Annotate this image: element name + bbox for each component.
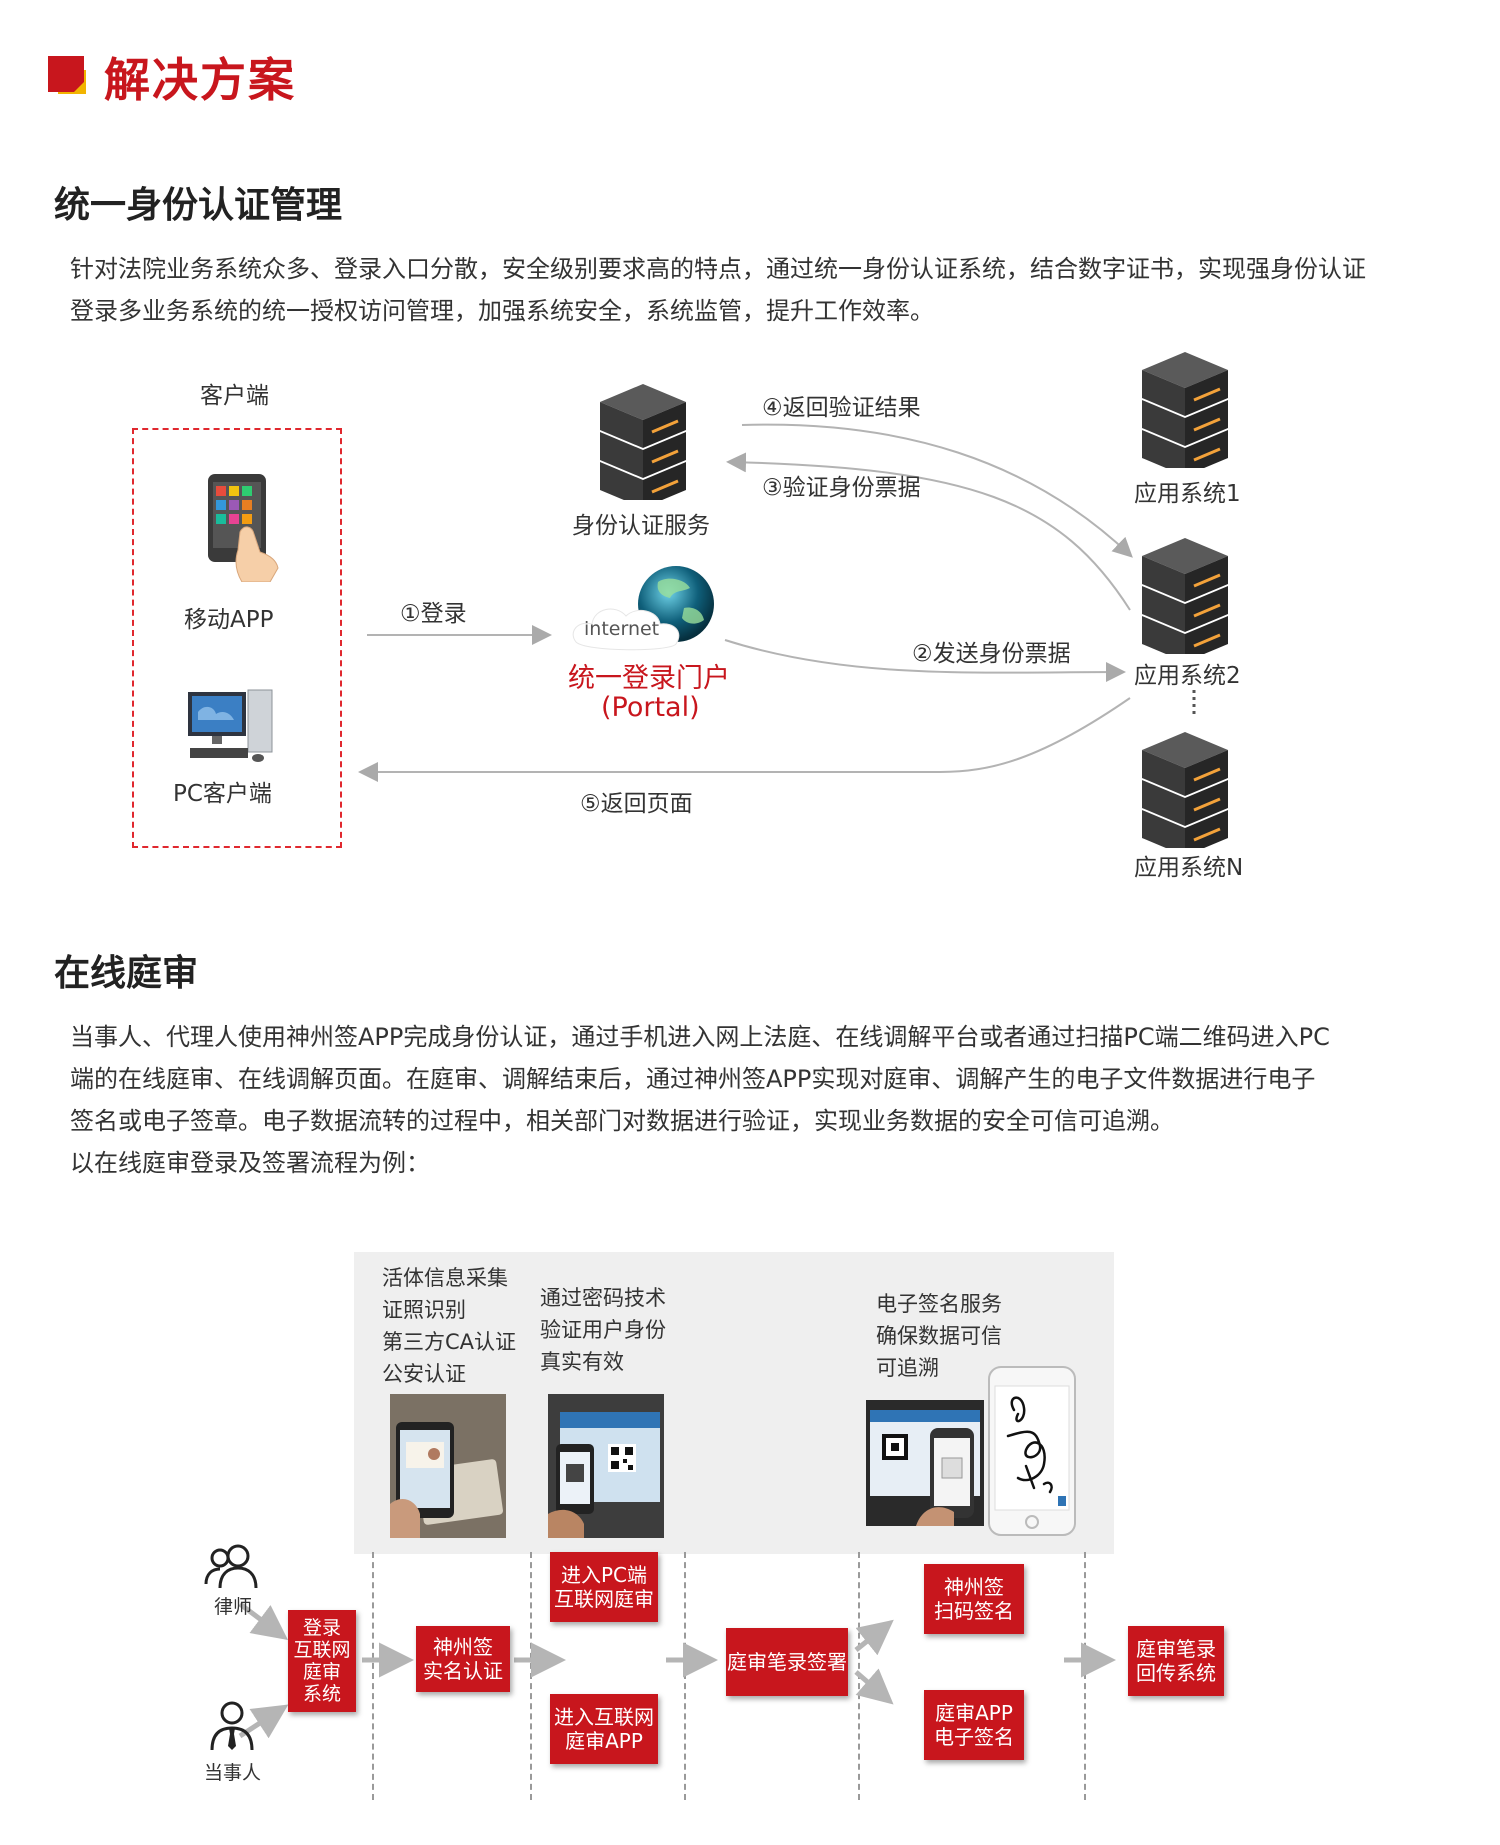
identity-flow-diagram: 客户端 移动APP PC客户端 身份认证服务 应用系统1 应用系统2 应用系统N: [0, 0, 1500, 900]
note-line: 证照识别: [382, 1298, 466, 1322]
note-crypto: 通过密码技术 验证用户身份 真实有效: [540, 1282, 666, 1378]
pc-client-icon: [188, 689, 273, 762]
step-login-system: 登录 互联网 庭审 系统: [288, 1610, 356, 1712]
portal-title: 统一登录门户: [568, 663, 730, 694]
app-server-2-icon: [1142, 538, 1228, 654]
note-line: 第三方CA认证: [382, 1330, 517, 1354]
arrow-lawyer-login: [238, 1602, 288, 1640]
flow-arrows: [358, 423, 1196, 782]
arrow-to-scan-sign: [854, 1619, 894, 1656]
auth-service-label: 身份认证服务: [572, 513, 710, 539]
note-line: 公安认证: [382, 1362, 466, 1386]
note-line: 电子签名服务: [876, 1292, 1002, 1316]
client-title: 客户端: [200, 383, 269, 409]
step-record-sign: 庭审笔录签署: [726, 1628, 848, 1696]
party-label: 当事人: [204, 1762, 262, 1784]
note-line: 可追溯: [876, 1356, 939, 1380]
arrow-verify-ticket: [726, 452, 1131, 611]
paragraph-line: 以在线庭审登录及签署流程为例：: [70, 1149, 430, 1177]
client-group-box: [132, 428, 342, 848]
party-icon: [210, 1701, 254, 1751]
section-paragraph-identity: 针对法院业务系统众多、登录入口分散，安全级别要求高的特点，通过统一身份认证系统，…: [70, 248, 1366, 332]
app-server-1-icon: [1142, 352, 1228, 468]
arrow-to-app-sign: [854, 1668, 894, 1705]
portal-subtitle: (Portal): [601, 692, 700, 723]
step-realname-auth: 神州签 实名认证: [416, 1626, 510, 1692]
step-scan-sign: 神州签 扫码签名: [924, 1564, 1024, 1634]
paragraph-line: 端的在线庭审、在线调解页面。在庭审、调解结束后，通过神州签APP实现对庭审、调解…: [70, 1065, 1316, 1093]
lawyer-icon: [204, 1544, 258, 1589]
app-system-1-label: 应用系统1: [1134, 481, 1241, 507]
section-paragraph-online-trial: 当事人、代理人使用神州签APP完成身份认证，通过手机进入网上法庭、在线调解平台或…: [70, 1016, 1330, 1184]
auth-server-icon: [600, 384, 686, 500]
paragraph-line: 登录多业务系统的统一授权访问管理，加强系统安全，系统监管，提升工作效率。: [70, 297, 934, 325]
id-card-scan-photo: [390, 1394, 506, 1538]
step-enter-pc: 进入PC端 互联网庭审: [550, 1552, 658, 1622]
note-line: 活体信息采集: [382, 1266, 508, 1290]
section-title-identity: 统一身份认证管理: [54, 185, 343, 226]
tablet-scan-photo: [866, 1400, 984, 1526]
phone-signature-photo: [988, 1366, 1076, 1536]
note-line: 确保数据可信: [876, 1324, 1002, 1348]
note-biometric: 活体信息采集 证照识别 第三方CA认证 公安认证: [382, 1262, 516, 1390]
internet-globe-icon: [572, 566, 714, 651]
paragraph-line: 签名或电子签章。电子数据流转的过程中，相关部门对数据进行验证，实现业务数据的安全…: [70, 1107, 1174, 1135]
note-line: 验证用户身份: [540, 1318, 666, 1342]
arrow-return-result: [741, 423, 1133, 558]
mobile-app-label: 移动APP: [184, 607, 274, 633]
step-enter-app: 进入互联网 庭审APP: [550, 1694, 658, 1764]
lawyer-label: 律师: [214, 1596, 253, 1618]
header-bookmark-icon: [48, 56, 86, 94]
mobile-app-icon: [208, 474, 279, 582]
note-line: 真实有效: [540, 1350, 624, 1374]
step-return-system: 庭审笔录 回传系统: [1128, 1626, 1224, 1696]
pc-qr-scan-photo: [548, 1394, 664, 1538]
note-esign: 电子签名服务 确保数据可信 可追溯: [876, 1288, 1002, 1384]
internet-label: internet: [584, 618, 660, 640]
paragraph-line: 针对法院业务系统众多、登录入口分散，安全级别要求高的特点，通过统一身份认证系统，…: [70, 255, 1366, 283]
step-3-label: ③验证身份票据: [762, 475, 921, 501]
note-line: 通过密码技术: [540, 1286, 666, 1310]
app-server-n-icon: [1142, 732, 1228, 848]
step-5-label: ⑤返回页面: [580, 791, 693, 817]
app-system-2-label: 应用系统2: [1134, 663, 1241, 689]
step-1-label: ①登录: [400, 601, 467, 627]
step-4-label: ④返回验证结果: [762, 395, 921, 421]
arrow-send-ticket: [724, 639, 1126, 683]
pc-client-label: PC客户端: [173, 781, 272, 807]
step-2-label: ②发送身份票据: [912, 641, 1071, 667]
page-title: 解决方案: [104, 53, 296, 107]
section-title-online-trial: 在线庭审: [54, 953, 199, 994]
step-app-esign: 庭审APP 电子签名: [924, 1690, 1024, 1760]
app-system-n-label: 应用系统N: [1134, 855, 1244, 881]
paragraph-line: 当事人、代理人使用神州签APP完成身份认证，通过手机进入网上法庭、在线调解平台或…: [70, 1023, 1330, 1051]
stage-divider: [372, 1552, 374, 1800]
arrow-return-page: [358, 697, 1131, 782]
